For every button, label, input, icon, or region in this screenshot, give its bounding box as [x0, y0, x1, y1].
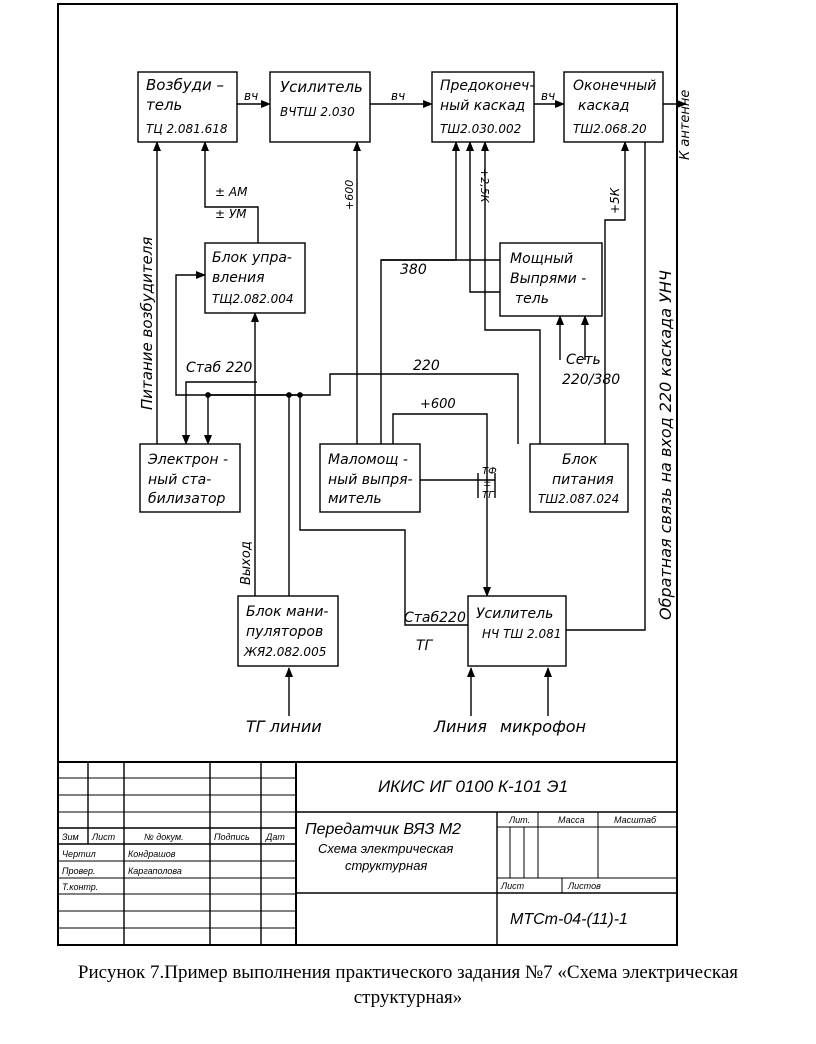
label-hf-2: вч	[391, 89, 405, 103]
label-um: ± УМ	[215, 207, 247, 221]
manip-line-2: пуляторов	[246, 624, 323, 640]
pre-final-line-1: Предоконеч-	[440, 78, 534, 94]
col-doc-number: № докум.	[144, 832, 184, 842]
label-network-voltage: 220/380	[562, 372, 620, 388]
doc-title: Передатчик ВЯЗ М2	[305, 821, 461, 838]
sheets-label: Листов	[567, 881, 601, 891]
label-600b: +600	[420, 397, 456, 412]
sheet-label: Лист	[500, 881, 525, 891]
label-220: 220	[413, 358, 440, 374]
hf-amp-line-2: ВЧТШ 2.030	[280, 105, 355, 119]
col-signature: Подпись	[214, 832, 250, 842]
col-list: Лист	[91, 832, 116, 842]
block-low-power-rectifier	[319, 443, 421, 513]
exciter-line-2: тель	[146, 96, 182, 114]
label-am: ± АМ	[215, 185, 248, 199]
pre-final-line-2: ный каскад	[440, 98, 525, 114]
mass-label: Масса	[558, 815, 585, 825]
structural-diagram-sheet: Возбуди – тель ТЦ 2.081.618 Усилитель ВЧ…	[57, 3, 693, 946]
block-final-stage	[563, 71, 664, 143]
stabilizer-line-2: ный ста-	[148, 472, 211, 488]
label-exciter-power: Питание возбудителя	[138, 237, 156, 410]
block-power-unit	[529, 443, 629, 513]
label-output: Выход	[239, 541, 254, 585]
final-line-1: Оконечный	[573, 78, 656, 94]
power-rect-line-1: Мощный	[510, 251, 573, 267]
power-unit-line-1: Блок	[562, 452, 598, 468]
block-exciter	[137, 71, 238, 143]
col-izm: Зим	[62, 832, 79, 842]
caption-line-2: структурная»	[353, 987, 463, 1008]
exciter-line-1: Возбуди –	[146, 76, 224, 94]
label-600: +600	[343, 180, 356, 210]
block-pre-final-stage	[431, 71, 535, 143]
low-rect-line-3: митель	[328, 491, 382, 507]
power-rect-line-2: Выпрями -	[510, 271, 586, 287]
exciter-line-3: ТЦ 2.081.618	[146, 122, 228, 136]
scale-label: Масштаб	[614, 815, 657, 825]
lf-amp-line-2: НЧ ТШ 2.081	[482, 627, 561, 641]
hf-amp-line-1: Усилитель	[280, 78, 363, 96]
block-power-rectifier	[499, 242, 603, 317]
pre-final-line-3: ТШ2.030.002	[440, 122, 521, 136]
label-2-5k: +2,5К	[478, 168, 491, 204]
block-electronic-stabilizer	[139, 443, 241, 513]
label-tg: ТГ	[416, 638, 434, 654]
stabilizer-line-1: Электрон -	[147, 452, 228, 468]
power-rect-line-3: тель	[515, 291, 549, 307]
power-unit-line-3: ТШ2.087.024	[538, 492, 619, 506]
control-line-3: ТЩ2.082.004	[212, 292, 294, 306]
block-lf-amplifier	[467, 595, 567, 667]
caption-line-1: Рисунок 7.Пример выполнения практическог…	[77, 962, 739, 983]
label-tf: ТФ	[482, 466, 497, 477]
label-380: 380	[400, 262, 427, 278]
row-checked: Провер.	[62, 866, 96, 876]
label-hf-3: вч	[541, 89, 555, 103]
drawing-frame	[57, 3, 678, 946]
label-feedback: Обратная связь на вход 220 каскада УНЧ	[656, 270, 675, 620]
block-manipulator-unit	[237, 595, 339, 667]
manip-line-3: ЖЯ2.082.005	[243, 645, 326, 659]
figure-caption: Рисунок 7.Пример выполнения практическог…	[0, 960, 816, 1010]
drawn-name: Кондрашов	[128, 849, 176, 859]
final-line-3: ТШ2.068.20	[573, 122, 647, 136]
block-hf-amplifier	[269, 71, 371, 143]
doc-code: ИКИС ИГ 0100 К-101 Э1	[378, 777, 568, 796]
org-code: МТСт-04-(11)-1	[510, 911, 628, 928]
lit-label: Лит.	[508, 815, 530, 825]
low-rect-line-2: ный выпря-	[328, 472, 413, 488]
title-block	[58, 761, 677, 945]
manip-line-1: Блок мани-	[246, 604, 328, 620]
label-hf-1: вч	[244, 89, 258, 103]
row-tcontrol: Т.контр.	[62, 882, 98, 892]
doc-subtitle-2: структурная	[345, 858, 427, 873]
col-date: Дат	[265, 832, 285, 842]
label-microphone: микрофон	[500, 717, 586, 736]
stabilizer-line-3: билизатор	[148, 491, 226, 507]
control-line-1: Блок упра-	[212, 250, 292, 266]
label-tg-lines: ТГ линии	[246, 717, 322, 736]
power-unit-line-2: питания	[552, 472, 614, 488]
checked-name: Каргаполова	[128, 866, 182, 876]
label-5k: +5К	[608, 187, 622, 214]
label-pm: ±	[483, 478, 491, 489]
connection-lines	[153, 100, 687, 716]
label-stab-220: Стаб 220	[186, 360, 252, 376]
row-drawn: Чертил	[62, 849, 96, 859]
block-control-unit	[204, 242, 306, 314]
label-antenna: К антенне	[678, 90, 693, 160]
label-stab-220b: Стаб220	[404, 610, 466, 626]
control-line-2: вления	[212, 270, 265, 286]
lf-amp-line-1: Усилитель	[476, 606, 553, 622]
label-line: Линия	[433, 717, 487, 736]
doc-subtitle-1: Схема электрическая	[318, 841, 453, 856]
label-tg-small: ТГ	[482, 490, 495, 501]
label-network: Сеть	[566, 352, 601, 368]
low-rect-line-1: Маломощ -	[328, 452, 408, 468]
final-line-2: каскад	[578, 98, 629, 114]
